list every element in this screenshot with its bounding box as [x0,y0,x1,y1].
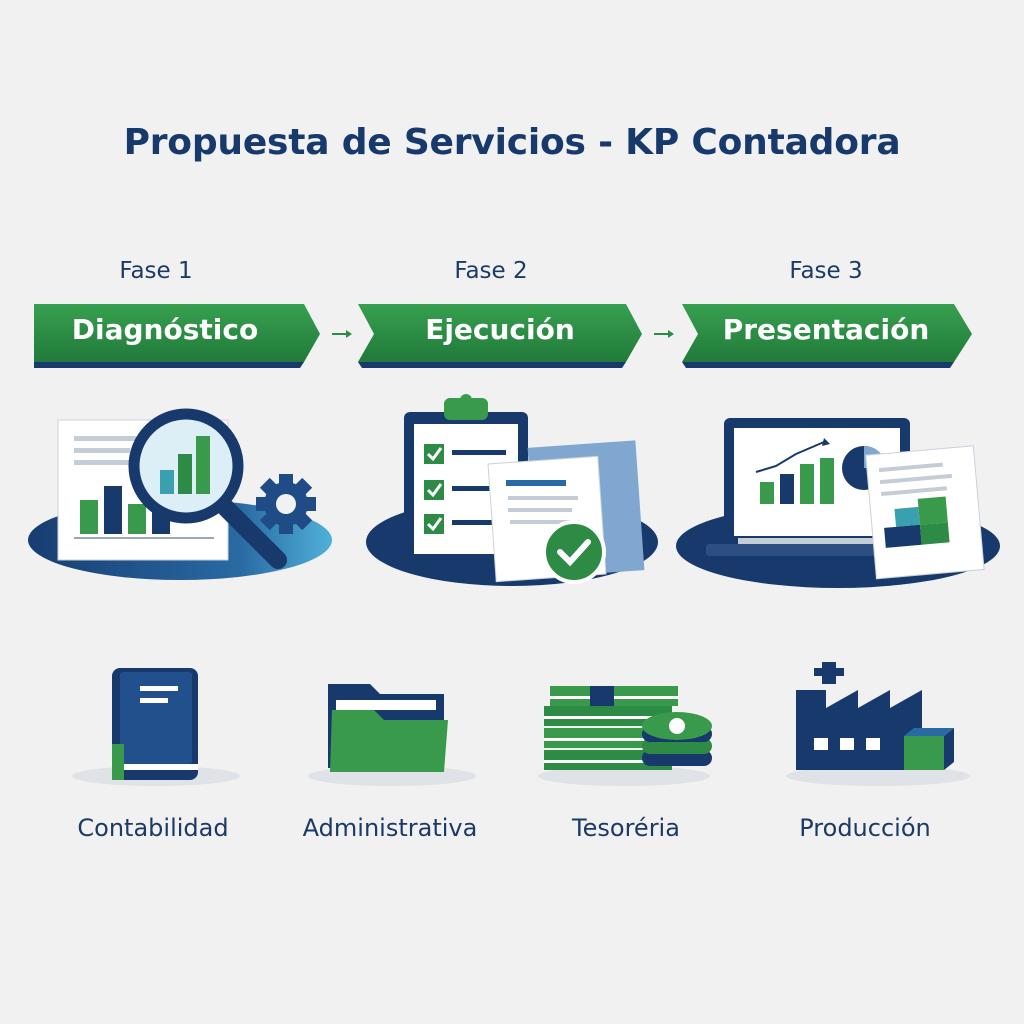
phase-3-label: Fase 3 [789,258,863,284]
ribbon-phase-1 [34,304,320,368]
service-label-tesoreria: Tesoréria [572,814,680,842]
folder-icon [308,684,476,786]
diagnostic-illustration [28,408,332,580]
ribbon-phase-2 [358,304,642,368]
phase-2-label: Fase 2 [454,258,528,284]
book-icon [72,668,240,786]
presentation-illustration [676,418,1000,588]
ribbon-phase-3 [682,304,972,368]
ribbon-phase-3-text: Presentación [722,313,930,346]
money-stack-icon [538,686,712,786]
ribbon-phase-1-text: Diagnóstico [71,313,259,346]
cube-icon [904,728,954,770]
service-label-contabilidad: Contabilidad [77,814,229,842]
service-label-produccion: Producción [799,814,931,842]
phase-ribbons [34,304,972,368]
arrow-icon [654,330,674,338]
factory-icon [786,662,970,786]
ribbon-phase-2-text: Ejecución [425,313,575,346]
page-title: Propuesta de Servicios - KP Contadora [123,122,901,163]
gear-icon [256,474,316,534]
arrow-icon [332,330,352,338]
checkmark-icon [542,520,606,584]
report-document-icon [865,445,985,580]
coin-stack-icon [642,712,712,766]
magnifier-icon [128,408,287,569]
phase-1-label: Fase 1 [119,258,193,284]
execution-illustration [366,394,658,586]
service-label-administrativa: Administrativa [302,814,478,842]
